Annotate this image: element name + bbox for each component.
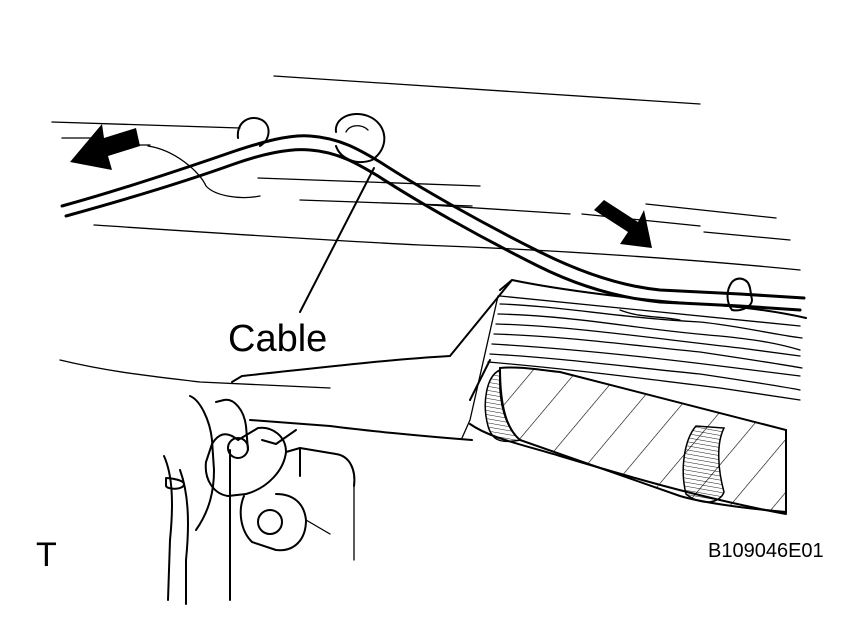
headliner-sketch-lines (51, 75, 801, 389)
cable-label: Cable (228, 318, 328, 360)
inflator-tube (469, 359, 787, 515)
lower-bracket (163, 395, 356, 605)
trim-panel (231, 279, 807, 441)
figure-code: B109046E01 (708, 540, 824, 562)
view-letter: T (36, 536, 57, 574)
left-arrow-icon (70, 124, 140, 170)
airbag-folds (487, 295, 803, 401)
right-arrow-icon (594, 200, 652, 248)
cable-leader-line (299, 167, 375, 313)
cable (60, 134, 806, 312)
